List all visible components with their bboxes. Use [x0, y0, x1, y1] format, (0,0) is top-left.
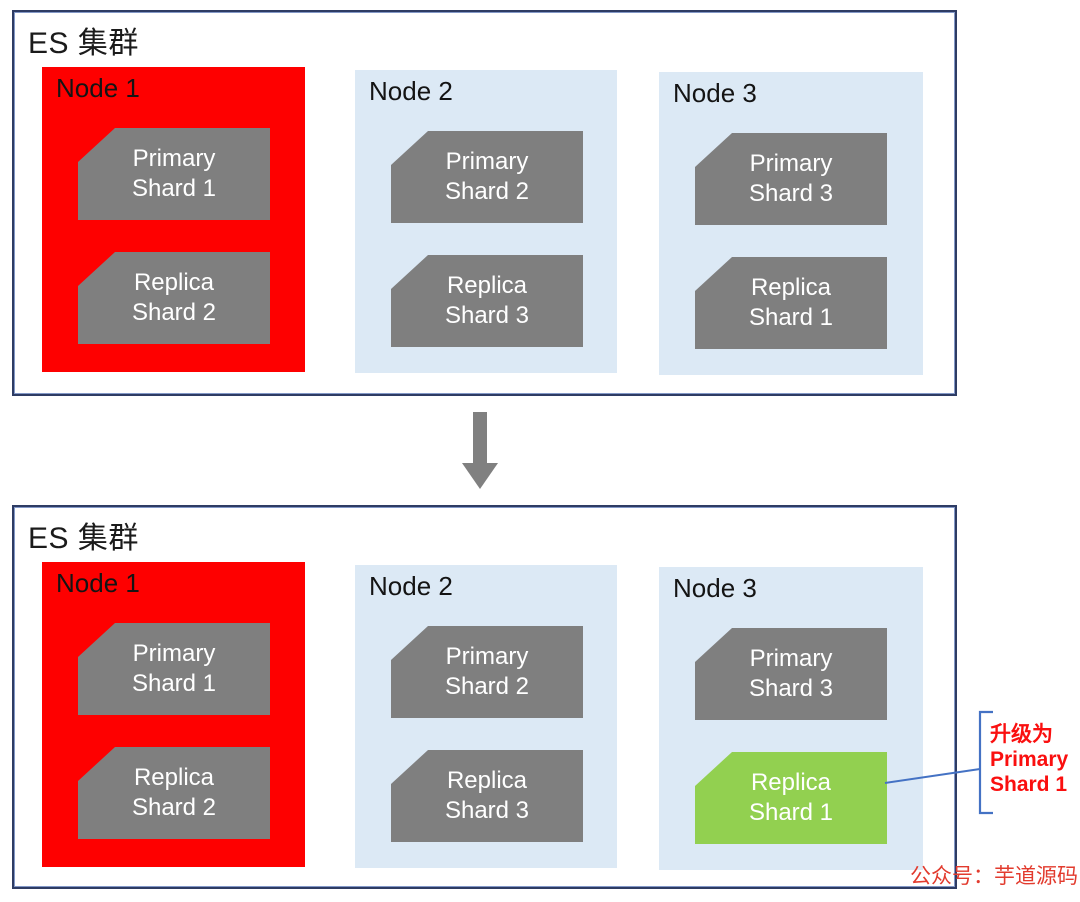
node-3-box: Node 3 Primary Shard 3 Replica Shard 1 — [659, 72, 923, 375]
shard-text-line1: Replica — [446, 767, 528, 794]
shard-text-line2: Shard 1 — [748, 304, 834, 331]
node-2-label: Node 2 — [369, 571, 453, 601]
shard-text-line2: Shard 2 — [131, 299, 217, 326]
shard-text-line1: Primary — [132, 145, 216, 172]
shard-text-line1: Primary — [749, 150, 833, 177]
shard-text-line1: Replica — [133, 269, 215, 296]
shard-text-line1: Primary — [445, 148, 529, 175]
promotion-annotation: 升级为 Primary Shard 1 — [990, 722, 1080, 797]
shard-primary-2: Primary Shard 2 — [391, 626, 583, 718]
node-1-box: Node 1 Primary Shard 1 Replica Shard 2 — [42, 562, 305, 867]
shard-primary-1: Primary Shard 1 — [78, 128, 270, 220]
shard-text-line2: Shard 2 — [444, 178, 530, 205]
shard-text-line1: Primary — [445, 643, 529, 670]
cluster-title: ES 集群 — [28, 522, 139, 555]
shard-primary-2: Primary Shard 2 — [391, 131, 583, 223]
shard-replica-1-promoted: Replica Shard 1 — [695, 752, 887, 844]
shard-primary-1: Primary Shard 1 — [78, 623, 270, 715]
shard-text-line2: Shard 3 — [444, 302, 530, 329]
cluster-title: ES 集群 — [28, 27, 139, 60]
shard-text-line2: Shard 3 — [748, 180, 834, 207]
shard-text-line2: Shard 3 — [444, 797, 530, 824]
shard-text-line2: Shard 2 — [444, 673, 530, 700]
node-2-label: Node 2 — [369, 76, 453, 106]
shard-text-line1: Replica — [446, 272, 528, 299]
shard-primary-3: Primary Shard 3 — [695, 133, 887, 225]
shard-primary-3: Primary Shard 3 — [695, 628, 887, 720]
cluster-panel-after: ES 集群 Node 1 Primary Shard 1 Replica Sha… — [12, 505, 957, 889]
annotation-line-1: 升级为 — [990, 723, 1053, 746]
shard-text-line1: Replica — [750, 274, 832, 301]
shard-text-line1: Replica — [750, 769, 832, 796]
annotation-line-2: Primary — [990, 748, 1069, 771]
node-1-label: Node 1 — [56, 73, 140, 103]
shard-text-line2: Shard 1 — [748, 799, 834, 826]
shard-replica-3: Replica Shard 3 — [391, 255, 583, 347]
node-2-box: Node 2 Primary Shard 2 Replica Shard 3 — [355, 70, 617, 373]
watermark-text: 公众号：芋道源码 — [910, 864, 1078, 888]
shard-text-line2: Shard 3 — [748, 675, 834, 702]
node-3-label: Node 3 — [673, 78, 757, 108]
shard-text-line1: Replica — [133, 764, 215, 791]
cluster-panel-before: ES 集群 Node 1 Primary Shard 1 Replica Sha… — [12, 10, 957, 396]
shard-text-line2: Shard 1 — [131, 175, 217, 202]
node-1-label: Node 1 — [56, 568, 140, 598]
shard-replica-1: Replica Shard 1 — [695, 257, 887, 349]
down-arrow-icon — [462, 412, 498, 489]
node-3-box: Node 3 Primary Shard 3 Replica Shard 1 — [659, 567, 923, 870]
node-1-box: Node 1 Primary Shard 1 Replica Shard 2 — [42, 67, 305, 372]
shard-replica-3: Replica Shard 3 — [391, 750, 583, 842]
shard-replica-2: Replica Shard 2 — [78, 252, 270, 344]
shard-text-line2: Shard 1 — [131, 670, 217, 697]
shard-text-line1: Primary — [132, 640, 216, 667]
shard-replica-2: Replica Shard 2 — [78, 747, 270, 839]
shard-text-line1: Primary — [749, 645, 833, 672]
node-2-box: Node 2 Primary Shard 2 Replica Shard 3 — [355, 565, 617, 868]
shard-text-line2: Shard 2 — [131, 794, 217, 821]
node-3-label: Node 3 — [673, 573, 757, 603]
annotation-line-3: Shard 1 — [990, 773, 1068, 796]
